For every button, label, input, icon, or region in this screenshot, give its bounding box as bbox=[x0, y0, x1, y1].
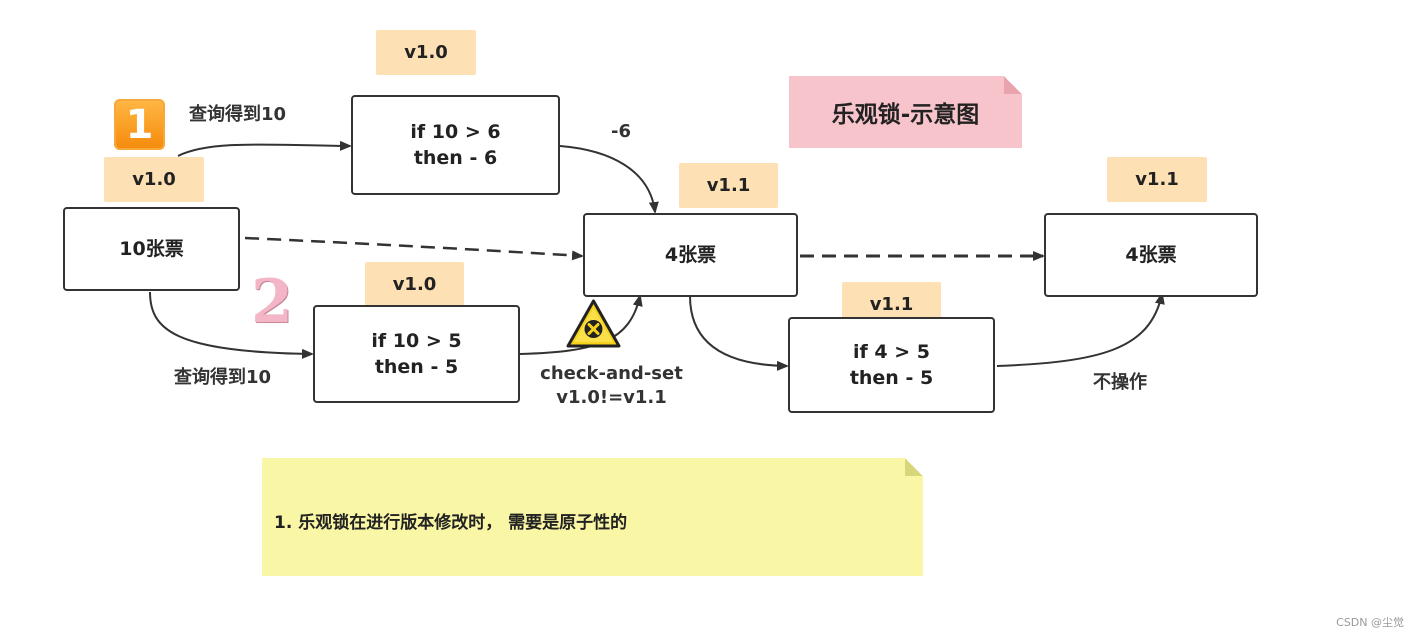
end-node-text: 4张票 bbox=[1125, 244, 1177, 266]
title-text: 乐观锁-示意图 bbox=[831, 102, 980, 128]
end-node: 4张票 bbox=[1044, 213, 1258, 297]
cas-label-line2: v1.0!=v1.1 bbox=[556, 387, 667, 408]
arrow-middle-to-retry bbox=[689, 295, 789, 371]
title-note: 乐观锁-示意图 bbox=[789, 76, 1022, 148]
sticky-note-text: 1. 乐观锁在进行版本修改时， 需要是原子性的 bbox=[274, 513, 628, 533]
step-one-badge-number: 1 bbox=[125, 101, 154, 148]
arrow-start-to-process-one bbox=[177, 140, 352, 157]
middle-version-tag: v1.1 bbox=[679, 163, 778, 208]
step-one-badge-icon: 1 bbox=[114, 99, 165, 150]
process-one-line1: if 10 > 6 bbox=[410, 121, 501, 143]
warning-x-icon bbox=[566, 299, 621, 348]
arrow-start-to-process-two bbox=[149, 291, 314, 359]
cas-label: check-and-set v1.0!=v1.1 bbox=[530, 362, 693, 410]
process-two-line1: if 10 > 5 bbox=[371, 330, 462, 352]
retry-line2: then - 5 bbox=[849, 367, 934, 389]
process-two-line2: then - 5 bbox=[374, 356, 459, 378]
middle-node: 4张票 bbox=[583, 213, 798, 297]
process-one-line2: then - 6 bbox=[413, 147, 498, 169]
process-two-node: if 10 > 5 then - 5 bbox=[313, 305, 520, 403]
query-one-label: 查询得到10 bbox=[189, 104, 287, 125]
no-op-label: 不操作 bbox=[1093, 372, 1147, 393]
step-two-badge-icon: 2 bbox=[250, 267, 294, 337]
process-two-version-tag: v1.0 bbox=[365, 262, 464, 306]
start-version-tag: v1.0 bbox=[104, 157, 204, 202]
arrow-start-to-middle-dashed bbox=[244, 236, 584, 261]
cas-label-line1: check-and-set bbox=[540, 363, 683, 384]
sticky-note-fold bbox=[905, 458, 923, 476]
start-node: 10张票 bbox=[63, 207, 240, 291]
start-node-text: 10张票 bbox=[119, 238, 184, 260]
retry-node: if 4 > 5 then - 5 bbox=[788, 317, 995, 413]
watermark: CSDN @尘觉 bbox=[1336, 616, 1404, 629]
process-one-version-tag: v1.0 bbox=[376, 30, 476, 75]
minus-six-label: -6 bbox=[611, 121, 631, 142]
title-note-fold bbox=[1004, 76, 1022, 94]
end-version-tag: v1.1 bbox=[1107, 157, 1207, 202]
sticky-note: 1. 乐观锁在进行版本修改时， 需要是原子性的 bbox=[262, 458, 923, 576]
arrow-retry-to-end bbox=[996, 292, 1165, 367]
query-two-label: 查询得到10 bbox=[174, 367, 272, 388]
retry-line1: if 4 > 5 bbox=[853, 341, 930, 363]
step-two-badge-number: 2 bbox=[251, 267, 293, 337]
middle-node-text: 4张票 bbox=[664, 244, 717, 266]
arrow-process-one-to-middle bbox=[559, 145, 659, 214]
process-one-node: if 10 > 6 then - 6 bbox=[351, 95, 560, 195]
